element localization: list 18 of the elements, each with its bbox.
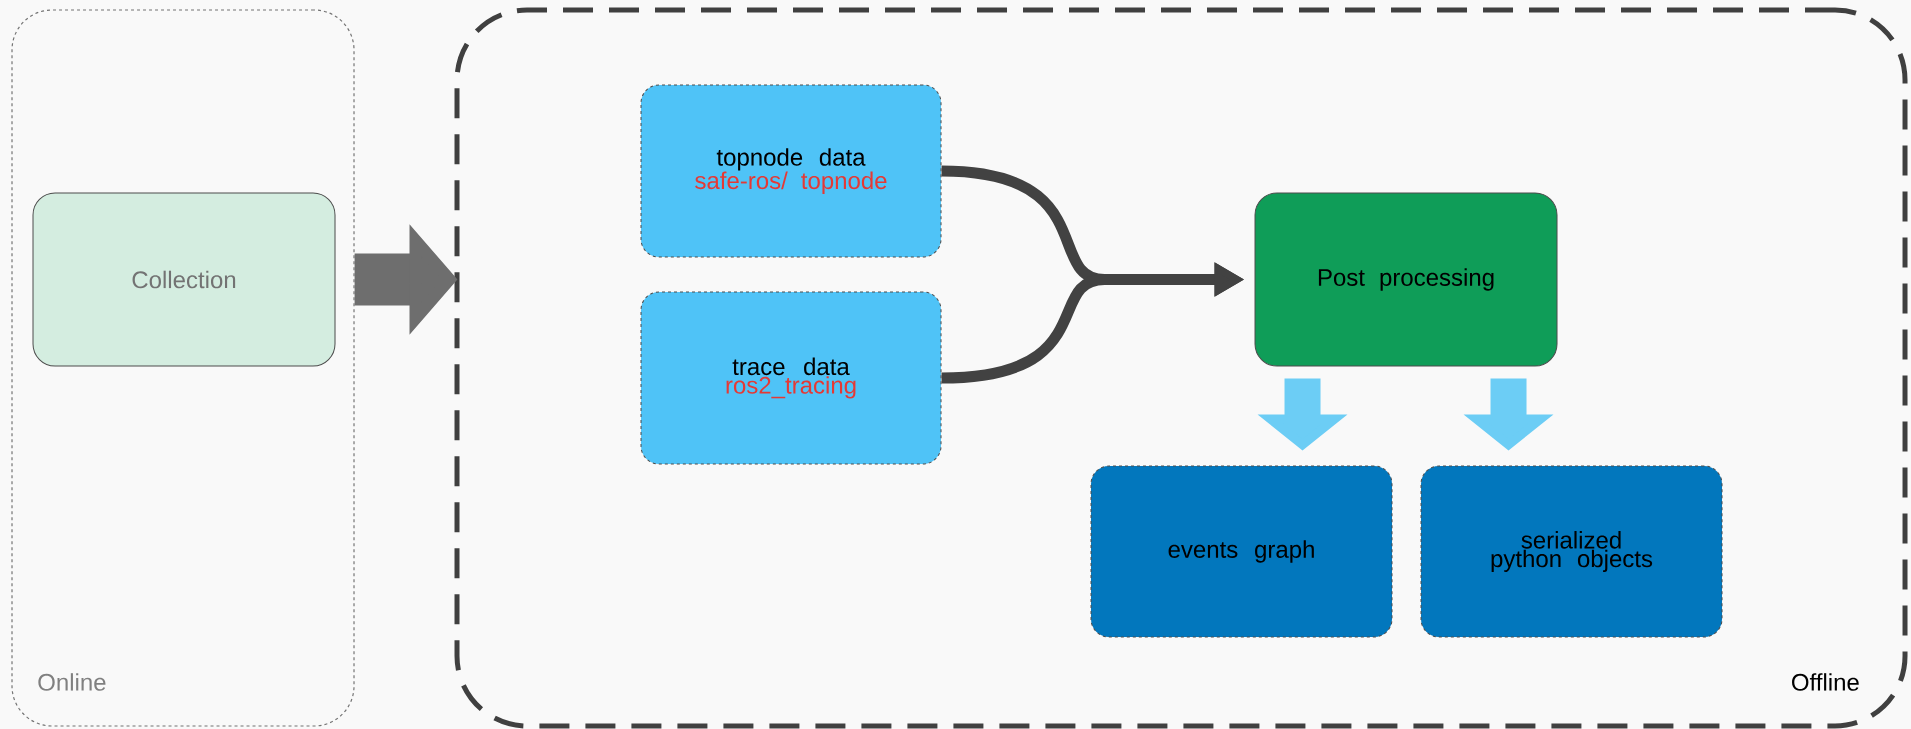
box-text: serialized python objects: [1491, 531, 1653, 572]
output-box: [1420, 465, 1723, 638]
data-box: [640, 84, 942, 258]
box-text: events graph: [1168, 540, 1314, 563]
box-text: Post processing: [1318, 268, 1494, 291]
box-text: topnode data: [716, 148, 866, 171]
container-frame: [454, 7, 1908, 729]
data-box: [640, 291, 942, 465]
container-label: Online: [38, 673, 106, 691]
container-label: Offline: [1792, 673, 1859, 691]
box-text: Collection: [132, 270, 236, 289]
link-text: safe-ros/ topnode: [695, 171, 887, 194]
process-box: [1254, 192, 1558, 367]
container-frame: [11, 9, 355, 727]
output-box: [1090, 465, 1393, 638]
box-text: trace data: [732, 357, 850, 376]
link-text: ros2_tracing: [726, 376, 856, 399]
process-box: [32, 192, 336, 367]
